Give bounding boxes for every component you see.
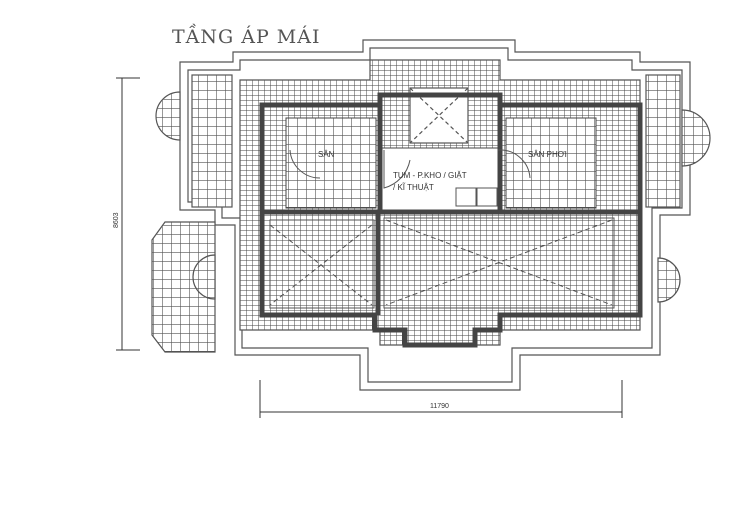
left-balcony (191, 74, 233, 208)
san-terrace (285, 117, 377, 209)
vertical-dimension: 8603 (113, 212, 120, 228)
left-lower-balcony (151, 221, 216, 353)
right-balcony (645, 74, 681, 208)
san-label: SÂN (318, 150, 335, 159)
plan-title: TẦNG ÁP MÁI (172, 26, 321, 48)
san-phoi-label: SÂN PHƠI (528, 150, 567, 159)
tum-room (381, 147, 499, 211)
san-phoi-terrace (505, 117, 597, 209)
tum-label-line2: / KĨ THUẬT (393, 183, 434, 192)
horizontal-dimension: 11790 (430, 403, 449, 410)
roof-outline (179, 39, 691, 391)
tum-label-line1: TUM - P.KHO / GIẶT (393, 171, 467, 180)
main-wall (259, 92, 643, 348)
